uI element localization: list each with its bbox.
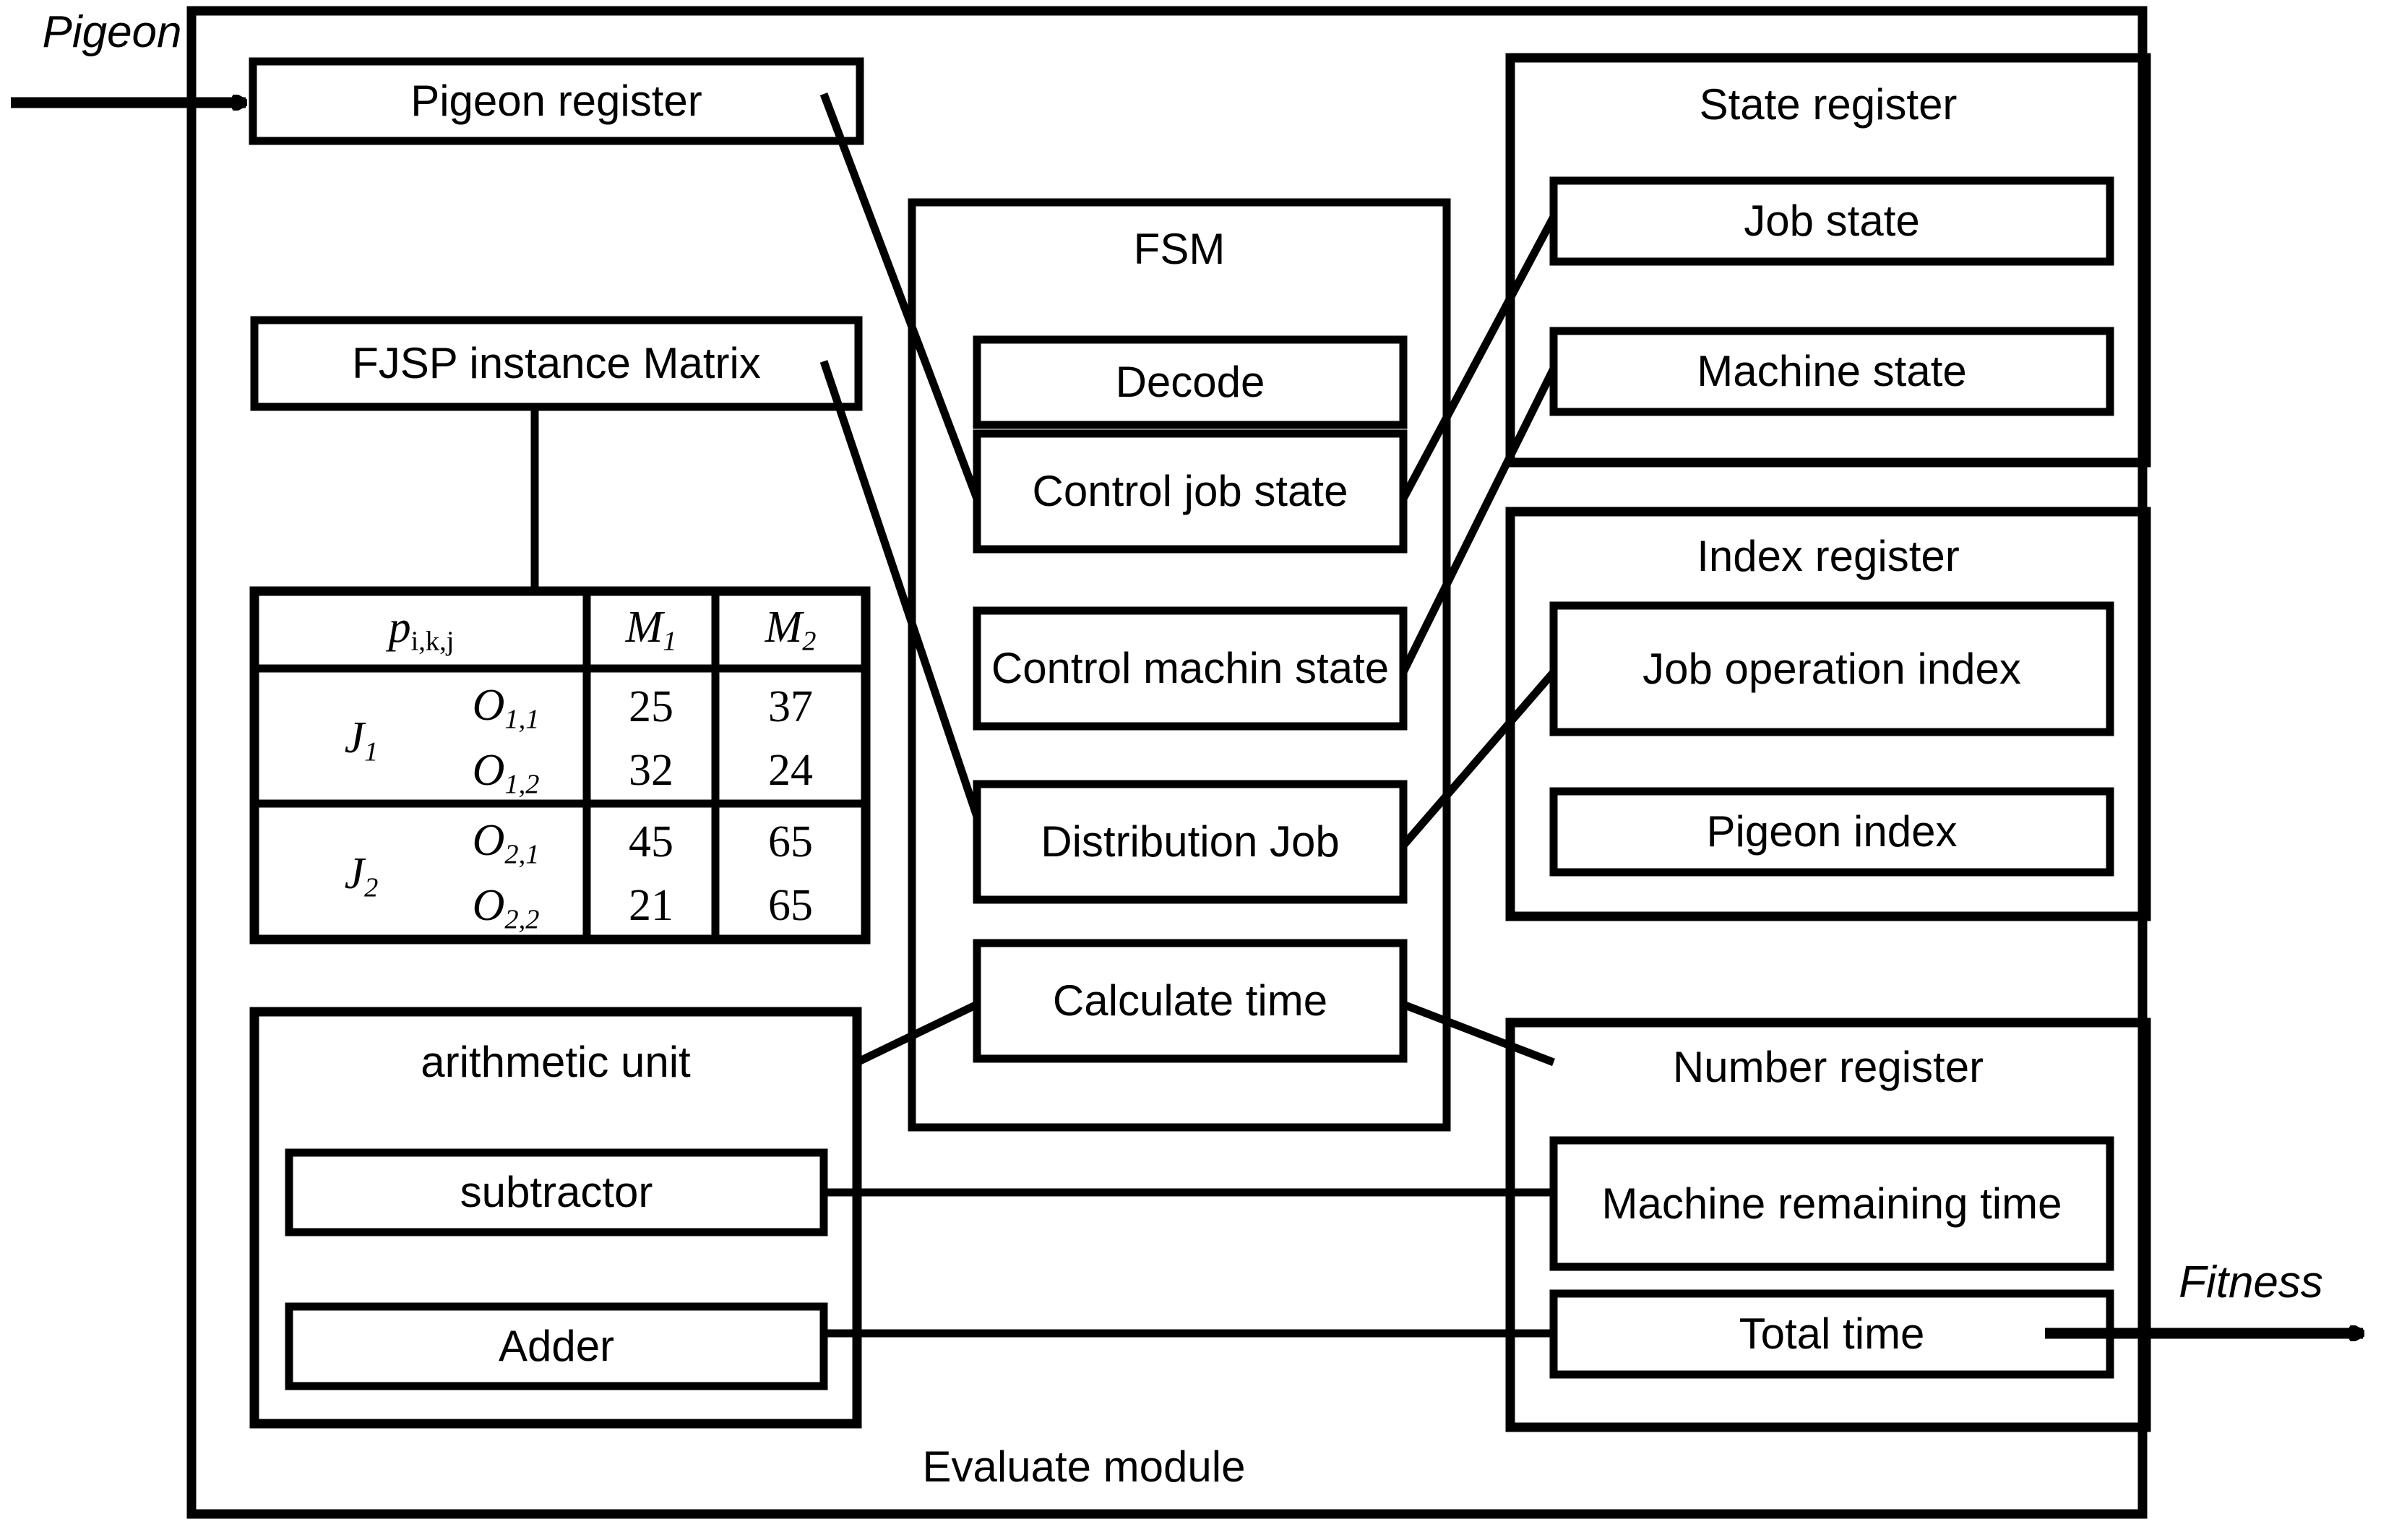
- fsm-state-control-machine-box: [973, 606, 1408, 731]
- fsm-state-decode-box: [973, 335, 1408, 429]
- matrix-table-border: [249, 586, 871, 945]
- evaluate-module-border: [186, 6, 2148, 1519]
- subtractor-box: [285, 1148, 828, 1236]
- arithmetic-unit-box: [249, 1007, 862, 1429]
- adder-box: [285, 1302, 828, 1390]
- fsm-state-calculate-time-box: [973, 939, 1408, 1063]
- connector-arithmetic-unit-to-calculate-time: [855, 1001, 979, 1066]
- fsm-state-control-job-box: [973, 429, 1408, 554]
- index-register-box: [1505, 507, 2151, 921]
- total-time-box: [1549, 1289, 2114, 1379]
- machine-state-box: [1549, 327, 2114, 416]
- job-operation-index-box: [1549, 601, 2114, 736]
- fsm-container-box: [908, 198, 1451, 1132]
- connector-distribution-job-to-job-operation-index: [1400, 669, 1557, 848]
- job-state-box: [1549, 176, 2114, 266]
- state-register-box: [1505, 53, 2151, 468]
- pigeon-register-box: [249, 57, 864, 145]
- pigeon-index-box: [1549, 787, 2114, 877]
- connector-calculate-time-to-number-register: [1402, 1000, 1555, 1067]
- connector-control-machine-to-machine-state: [1400, 366, 1557, 674]
- number-register-box: [1505, 1018, 2151, 1432]
- fsm-state-distribution-job-box: [973, 780, 1408, 904]
- connector-control-job-to-job-state: [1400, 215, 1557, 501]
- connector-fjsp-matrix-to-distribution-job: [819, 360, 981, 818]
- machine-remaining-time-box: [1549, 1136, 2114, 1271]
- connector-pigeon-register-to-control-job: [819, 93, 981, 500]
- fjsp-matrix-box: [250, 316, 863, 411]
